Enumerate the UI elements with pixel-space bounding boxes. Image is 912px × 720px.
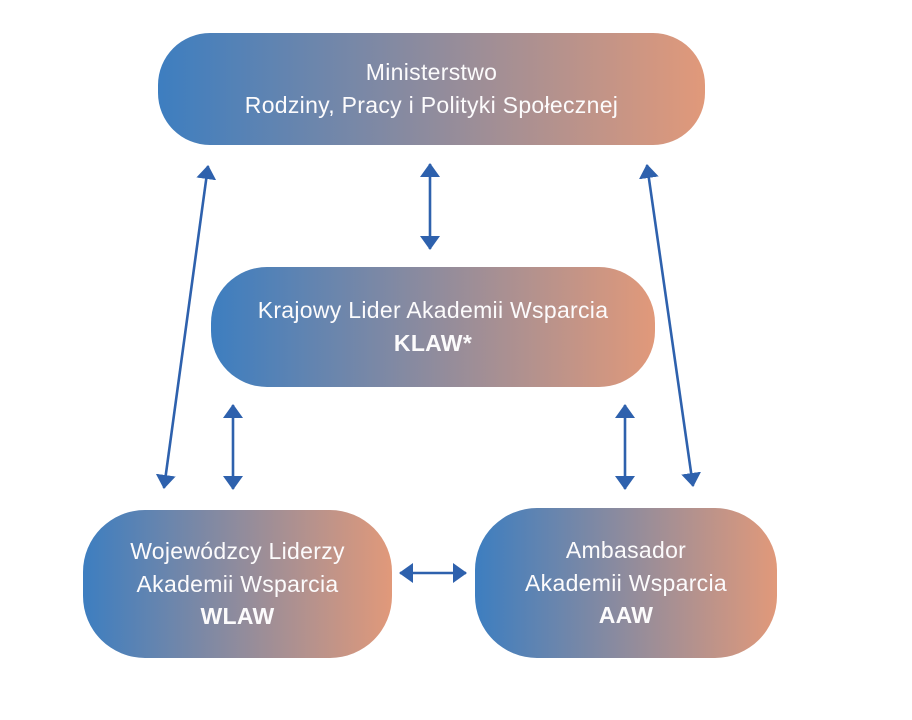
node-ministry-line2: Rodziny, Pracy i Polityki Społecznej [244, 92, 619, 118]
node-aaw-acronym: AAW [598, 602, 654, 629]
node-klaw-acronym: KLAW* [393, 330, 473, 356]
node-klaw-line1: Krajowy Lider Akademii Wsparcia [257, 297, 609, 324]
node-aaw-line1: Ambasador [565, 537, 687, 564]
node-ministry-line1: Ministerstwo [365, 59, 498, 86]
arrow-ministry-aaw [638, 164, 702, 487]
node-wlaw-line1: Wojewódzcy Liderzy [130, 538, 345, 565]
node-klaw: Krajowy Lider Akademii Wsparcia KLAW* [211, 267, 655, 387]
node-wlaw: Wojewódzcy Liderzy Akademii Wsparcia WLA… [83, 510, 392, 658]
node-aaw: Ambasador Akademii Wsparcia AAW [475, 508, 777, 658]
node-aaw-line2: Akademii Wsparcia [525, 569, 727, 596]
node-wlaw-acronym: WLAW [200, 603, 275, 630]
node-wlaw-line2: Akademii Wsparcia [136, 570, 339, 597]
arrow-ministry-wlaw [155, 165, 217, 489]
node-ministry: Ministerstwo Rodziny, Pracy i Polityki S… [158, 33, 705, 145]
